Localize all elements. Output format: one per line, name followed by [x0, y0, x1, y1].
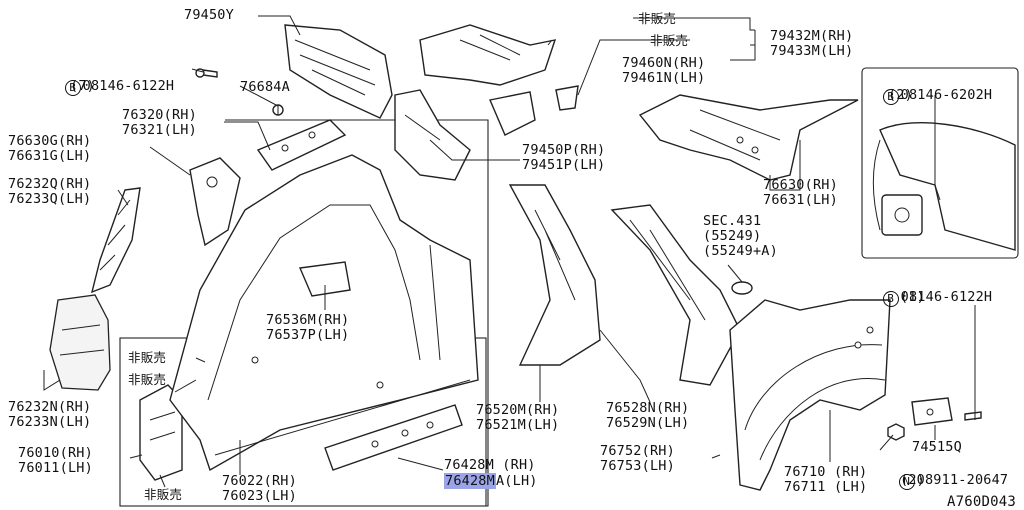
label-76537p: 76537P(LH) [266, 327, 350, 343]
label-nonsale-5: 非販売 [650, 33, 689, 48]
label-nonsale-3: 非販売 [144, 487, 183, 502]
label-79432m: 79432M(RH) [770, 28, 854, 44]
label-nonsale-1: 非販売 [128, 350, 167, 365]
label-bolt-top-qty: (7) [70, 78, 95, 94]
label-76232n: 76232N(RH) [8, 399, 92, 415]
label-76536m: 76536M(RH) [266, 312, 350, 328]
part-76684a [272, 104, 284, 116]
part-76630g [189, 157, 241, 247]
label-bolt-inset-qty: (2) [888, 87, 913, 103]
label-76529n: 76529N(LH) [606, 415, 690, 431]
bolt-top [195, 68, 218, 78]
label-bolt-right-qty: (1) [900, 289, 925, 305]
label-nut-right-qty: (2) [900, 472, 925, 488]
part-79450p [394, 89, 471, 181]
label-76631g: 76631G(LH) [8, 148, 92, 164]
label-76428m: 76428M (RH) [444, 457, 536, 473]
label-nonsale-2: 非販売 [128, 372, 167, 387]
label-79451p: 79451P(LH) [522, 157, 606, 173]
label-76528n: 76528N(RH) [606, 400, 690, 416]
label-76520m: 76520M(RH) [476, 402, 560, 418]
label-74515q: 74515Q [912, 439, 962, 455]
label-76684a: 76684A [240, 79, 290, 95]
part-76022-body-side [169, 154, 479, 472]
circle-b-icon: B [882, 89, 899, 105]
diagram-reference-code: A760D043 [946, 494, 1016, 510]
part-76232n [49, 294, 111, 391]
part-76528n [610, 204, 741, 386]
label-55249: (55249) [703, 228, 762, 244]
label-76010: 76010(RH) [18, 445, 93, 461]
label-76630: 76630(RH) [763, 177, 838, 193]
wheel-arch-inset-frame [861, 67, 1019, 259]
label-76232q: 76232Q(RH) [8, 176, 92, 192]
part-76320 [256, 119, 347, 171]
label-sec431: SEC.431 [703, 213, 762, 229]
part-76520m [508, 184, 601, 366]
circle-n-icon: N [898, 474, 915, 490]
label-76753: 76753(LH) [600, 458, 675, 474]
part-74515q [911, 397, 982, 426]
label-76023: 76023(LH) [222, 488, 297, 504]
inset-fender [872, 122, 1016, 251]
label-nonsale-4: 非販売 [638, 11, 677, 26]
label-76521m: 76521M(LH) [476, 417, 560, 433]
part-76232q [90, 187, 141, 294]
label-76011: 76011(LH) [18, 460, 93, 476]
label-79450p: 79450P(RH) [522, 142, 606, 158]
label-76233q: 76233Q(LH) [8, 191, 92, 207]
label-79433m: 79433M(LH) [770, 43, 854, 59]
label-76233n: 76233N(LH) [8, 414, 92, 430]
label-76321: 76321(LH) [122, 122, 197, 138]
label-76320: 76320(RH) [122, 107, 197, 123]
highlighted-part-number[interactable]: 76428M [444, 473, 496, 489]
part-79432m [419, 24, 557, 86]
label-76752: 76752(RH) [600, 443, 675, 459]
leader-lines [43, 15, 976, 488]
part-76428-rocker [324, 404, 463, 471]
label-76631: 76631(LH) [763, 192, 838, 208]
label-55249a: (55249+A) [703, 243, 778, 259]
label-79460n: 79460N(RH) [622, 55, 706, 71]
label-76022: 76022(RH) [222, 473, 297, 489]
part-sec431-ring [731, 281, 753, 295]
circle-b-icon: B [882, 291, 899, 307]
part-79450y [284, 24, 393, 119]
label-76710: 76710 (RH) [784, 464, 868, 480]
label-79461n: 79461N(LH) [622, 70, 706, 86]
part-79460n [489, 85, 579, 136]
label-76630g: 76630G(RH) [8, 133, 92, 149]
label-76711: 76711 (LH) [784, 479, 868, 495]
part-76710-wheelhouse [729, 299, 891, 491]
label-76428ma: 76428MA(LH) [444, 473, 538, 489]
part-76010 [139, 384, 183, 481]
body-side-outer-frame [120, 119, 489, 507]
label-79450y: 79450Y [184, 7, 234, 23]
circle-b-icon: B [64, 80, 81, 96]
part-76630 [638, 94, 859, 181]
